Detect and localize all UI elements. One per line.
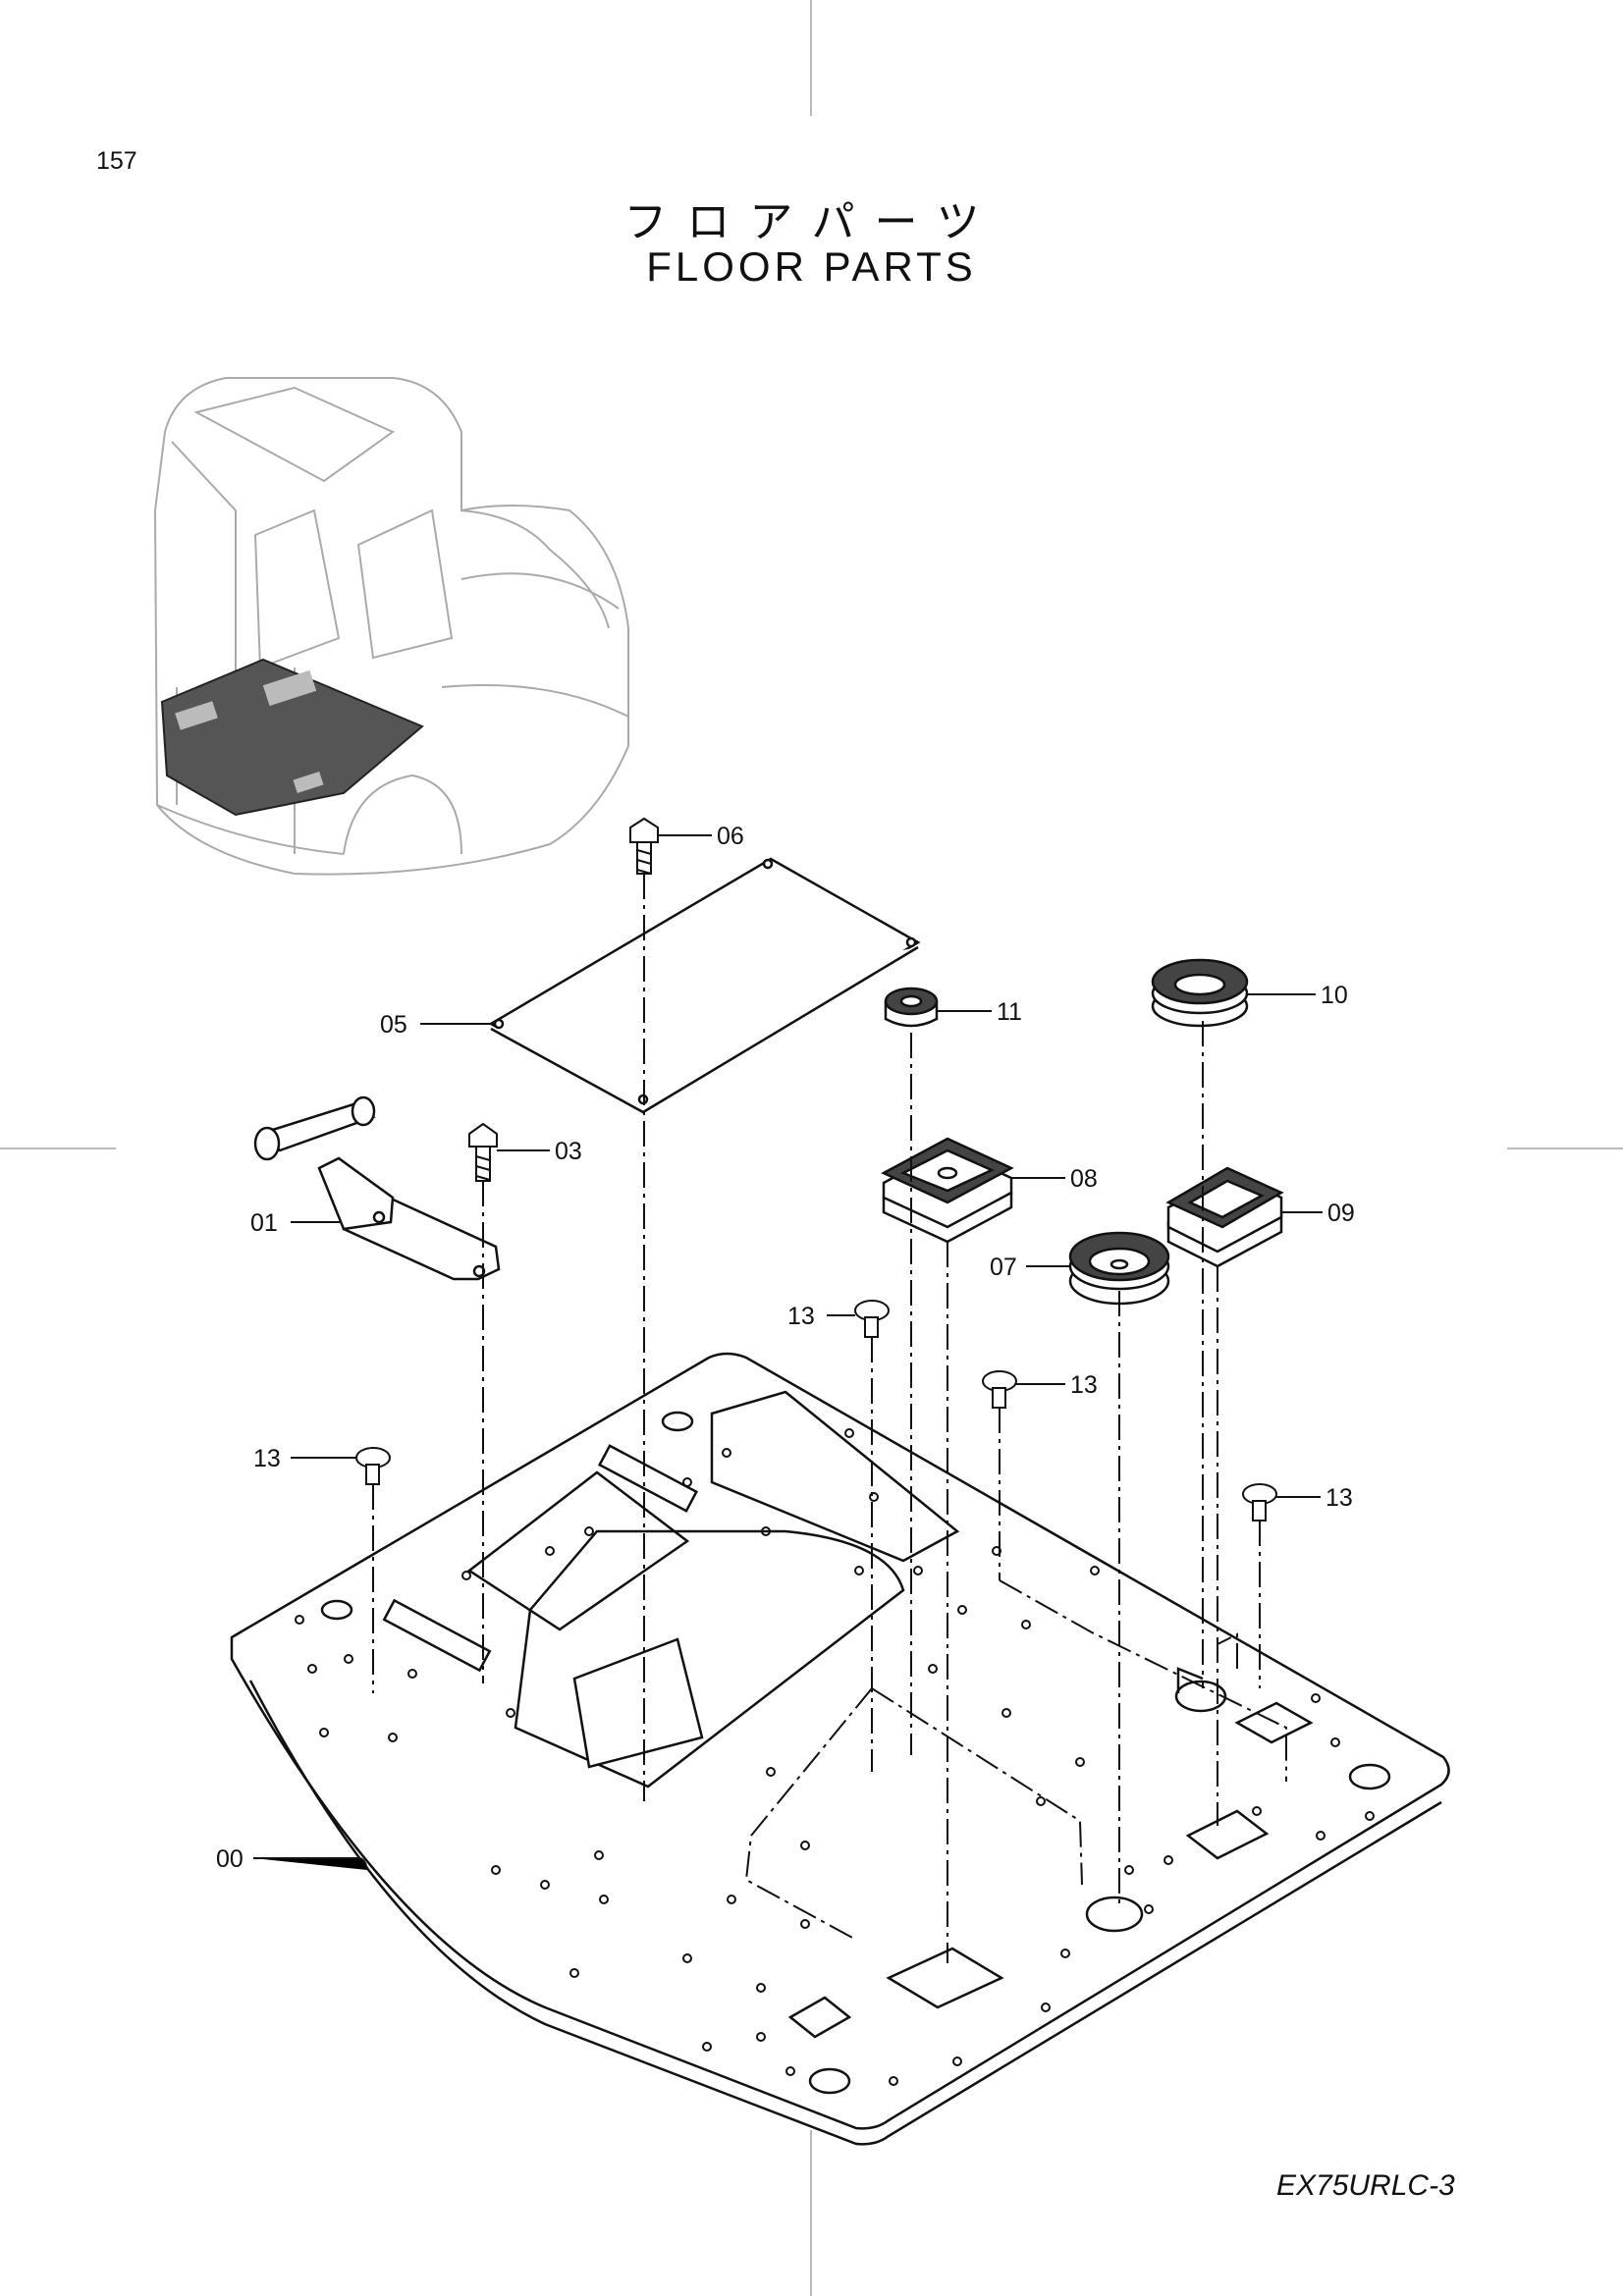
callout-05: 05: [380, 1011, 407, 1039]
callout-03: 03: [555, 1138, 582, 1165]
grommet-part-11: [884, 987, 939, 1028]
bracket-part-01: [253, 1095, 501, 1281]
callout-13-d: 13: [1325, 1484, 1353, 1512]
bolt-part-06: [629, 817, 659, 875]
floor-plate-part-00: [230, 1352, 1450, 2146]
assembly-lines: [372, 874, 1287, 1963]
grommet-part-09: [1165, 1166, 1284, 1268]
floor-plate-holes: [295, 1428, 1375, 2086]
grommet-part-08: [881, 1137, 1014, 1244]
grommet-part-07: [1068, 1231, 1170, 1306]
callout-10: 10: [1321, 982, 1348, 1009]
callout-00: 00: [216, 1845, 243, 1873]
clip-part-13-a: [355, 1447, 391, 1485]
callout-01: 01: [250, 1209, 278, 1237]
clip-part-13-b: [854, 1300, 890, 1338]
clip-part-13-c: [982, 1370, 1017, 1409]
callout-08: 08: [1070, 1165, 1098, 1193]
leader-lines: [253, 834, 1323, 1871]
callout-13-c: 13: [1070, 1371, 1098, 1399]
page-number: 157: [96, 147, 137, 175]
cover-plate-part-05: [488, 857, 921, 1114]
callout-09: 09: [1327, 1200, 1355, 1227]
model-code: EX75URLC-3: [1276, 2169, 1455, 2202]
callout-07: 07: [990, 1254, 1017, 1281]
page-title-japanese: フロアパーツ: [623, 197, 1000, 247]
callout-11: 11: [997, 998, 1022, 1026]
page-title-english: FLOOR PARTS: [646, 243, 977, 290]
callout-13-a: 13: [253, 1445, 281, 1472]
callout-13-b: 13: [787, 1303, 815, 1330]
bolt-part-03: [468, 1122, 498, 1182]
clip-part-13-d: [1242, 1483, 1277, 1522]
callout-06: 06: [717, 823, 744, 850]
cab-floor-highlight: [160, 658, 424, 817]
grommet-part-10: [1151, 958, 1249, 1028]
